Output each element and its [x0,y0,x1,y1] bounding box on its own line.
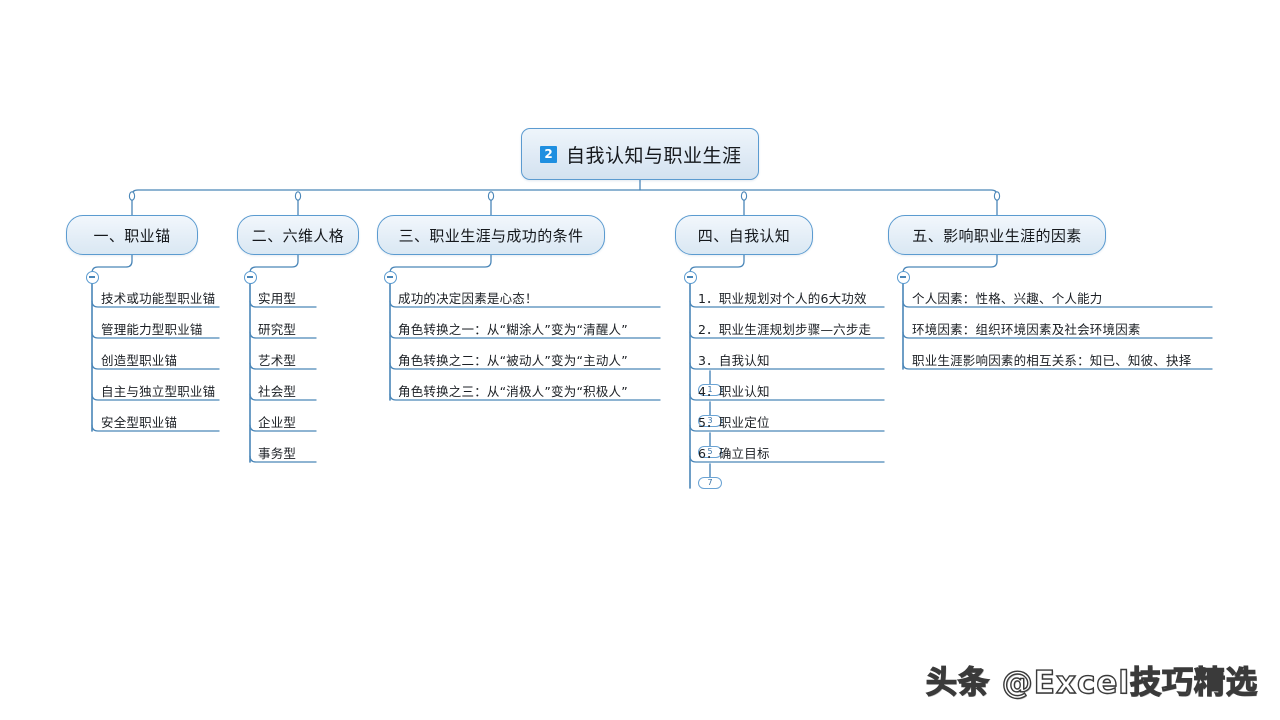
leaf-item[interactable]: 技术或功能型职业锚 [101,291,216,306]
leaf-item[interactable]: 企业型 [258,415,297,430]
leaf-item[interactable]: 3．自我认知 [698,353,770,368]
collapse-minus-icon[interactable] [85,270,99,284]
leaf-item[interactable]: 1．职业规划对个人的6大功效 [698,291,867,306]
collapse-minus-icon[interactable] [683,270,697,284]
collapsed-child-count-pill[interactable]: 1 [698,384,722,396]
leaf-item[interactable]: 2．职业生涯规划步骤—六步走 [698,322,872,337]
minus-bar [900,276,906,278]
branch-node-3[interactable]: 三、职业生涯与成功的条件 [377,215,605,255]
branch-label: 三、职业生涯与成功的条件 [398,226,584,245]
branch-node-2[interactable]: 二、六维人格 [237,215,359,255]
leaf-item[interactable]: 实用型 [258,291,297,306]
leaf-item[interactable]: 社会型 [258,384,297,399]
collapsed-child-count-pill[interactable]: 3 [698,415,722,427]
leaf-item[interactable]: 自主与独立型职业锚 [101,384,216,399]
leaf-item[interactable]: 角色转换之二：从“被动人”变为“主动人” [398,353,628,368]
leaf-item[interactable]: 角色转换之三：从“消极人”变为“积极人” [398,384,628,399]
branch-label: 一、职业锚 [93,226,171,245]
minus-bar [687,276,693,278]
root-node-label: 自我认知与职业生涯 [566,144,742,167]
leaf-item[interactable]: 环境因素：组织环境因素及社会环境因素 [912,322,1141,337]
leaf-item[interactable]: 研究型 [258,322,297,337]
leaf-item[interactable]: 创造型职业锚 [101,353,178,368]
leaf-item[interactable]: 个人因素：性格、兴趣、个人能力 [912,291,1103,306]
leaf-item[interactable]: 事务型 [258,446,297,461]
root-badge-icon: 2 [540,145,557,163]
branch-label: 四、自我认知 [697,226,791,245]
leaf-item[interactable]: 安全型职业锚 [101,415,178,430]
branch-node-4[interactable]: 四、自我认知 [675,215,813,255]
collapse-minus-icon[interactable] [243,270,257,284]
leaf-item[interactable]: 职业生涯影响因素的相互关系：知已、知彼、抉择 [912,353,1192,368]
leaf-item[interactable]: 5．职业定位 [698,415,770,430]
leaf-item[interactable]: 艺术型 [258,353,297,368]
branch-node-1[interactable]: 一、职业锚 [66,215,198,255]
collapsed-child-count-pill[interactable]: 5 [698,446,722,458]
branch-label: 五、影响职业生涯的因素 [912,226,1082,245]
collapse-minus-icon[interactable] [896,270,910,284]
leaf-item[interactable]: 成功的决定因素是心态！ [398,291,538,306]
branch-label: 二、六维人格 [251,226,345,245]
watermark: 头条 @Excel技巧精选 [925,664,1258,701]
minus-bar [387,276,393,278]
leaf-item[interactable]: 管理能力型职业锚 [101,322,203,337]
minus-bar [247,276,253,278]
leaf-item[interactable]: 4．职业认知 [698,384,770,399]
leaf-item[interactable]: 6．确立目标 [698,446,770,461]
leaf-item[interactable]: 角色转换之一：从“糊涂人”变为“清醒人” [398,322,628,337]
minus-bar [89,276,95,278]
branch-node-5[interactable]: 五、影响职业生涯的因素 [888,215,1106,255]
root-node[interactable]: 2 自我认知与职业生涯 [521,128,759,180]
collapsed-child-count-pill[interactable]: 7 [698,477,722,489]
collapse-minus-icon[interactable] [383,270,397,284]
